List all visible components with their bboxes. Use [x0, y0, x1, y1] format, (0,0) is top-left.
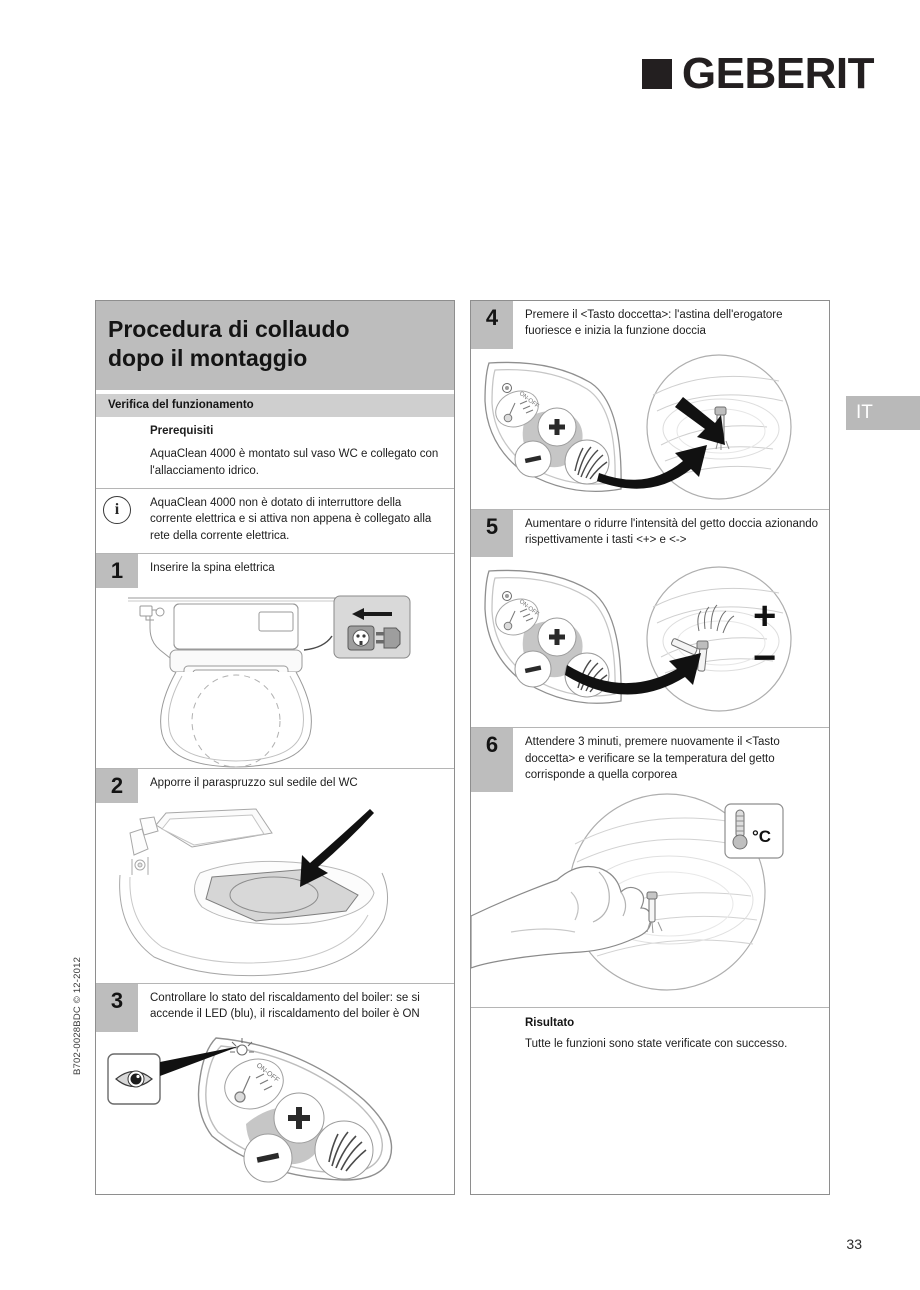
step-4-number-box: 4	[471, 301, 513, 349]
step-6-number-box: 6	[471, 728, 513, 793]
info-note-body: AquaClean 4000 non è dotato di interrutt…	[138, 489, 454, 553]
brand-square-icon	[641, 59, 672, 89]
step-6-figure: °C	[471, 792, 829, 1008]
right-column: 4 Premere il <Tasto doccetta>: l'astina …	[470, 300, 830, 1195]
gutter-info: i	[96, 488, 138, 553]
left-column: Procedura di collaudo dopo il montaggio …	[95, 300, 455, 1195]
page-title-line2: dopo il montaggio	[108, 345, 308, 372]
result-divider	[471, 1007, 829, 1009]
step-2-figure	[96, 802, 454, 983]
minus-button	[243, 1133, 293, 1182]
detail-circle: + −	[646, 566, 792, 712]
step-3-number: 3	[110, 987, 124, 1013]
step-4-number: 4	[485, 305, 499, 330]
step-2-number: 2	[110, 772, 124, 798]
brand-logo: GEBERIT	[641, 49, 875, 98]
thermometer-onoff-button: ON-OFF	[495, 598, 540, 636]
control-panel-plus-minus-detail-illustration: ON-OFF	[484, 566, 792, 712]
shower-button	[314, 1120, 374, 1179]
splash-guard	[205, 868, 359, 922]
info-icon: i	[103, 495, 131, 524]
thermometer-callout: °C	[724, 803, 784, 859]
info-note-text: AquaClean 4000 non è dotato di interrutt…	[150, 496, 432, 542]
prerequisites-row: Prerequisiti AquaClean 4000 è montato su…	[96, 416, 454, 488]
plus-button	[273, 1092, 325, 1143]
callout-plus: +	[753, 594, 776, 638]
section-heading: Verifica del funzionamento	[96, 389, 454, 417]
detail-circle	[471, 793, 768, 991]
step-2-number-box: 2	[96, 768, 138, 803]
step-4-body: Premere il <Tasto doccetta>: l'astina de…	[513, 301, 829, 349]
step-5-number-box: 5	[471, 509, 513, 558]
step-6-row: 6 Attendere 3 minuti, premere nuovamente…	[471, 727, 829, 793]
info-note-row: i AquaClean 4000 non è dotato di interru…	[96, 487, 454, 553]
step-4-figure: ON-OFF	[471, 348, 829, 509]
step-2-body: Apporre il paraspruzzo sul sedile del WC	[138, 769, 454, 803]
step-2-row: 2 Apporre il paraspruzzo sul sedile del …	[96, 767, 454, 803]
step-5-number: 5	[485, 513, 499, 539]
result-heading: Risultato	[525, 1017, 575, 1030]
led-indicator	[230, 1037, 254, 1055]
plus-button	[537, 407, 577, 447]
hand-testing-water-temperature-illustration: °C	[471, 793, 784, 991]
step-5-row: 5 Aumentare o ridurre l'intensità del ge…	[471, 508, 829, 558]
callout-minus: −	[753, 636, 776, 680]
wc-seat-top-view-with-power-socket-illustration	[128, 595, 411, 768]
step-1-body: Inserire la spina elettrica	[138, 554, 454, 588]
shower-button	[564, 439, 610, 485]
step-3-text: Controllare lo stato del riscaldamento d…	[150, 991, 420, 1021]
step-4-text: Premere il <Tasto doccetta>: l'astina de…	[525, 309, 783, 338]
callout-celsius: °C	[752, 827, 771, 846]
page-title: Procedura di collaudo dopo il montaggio	[96, 301, 454, 390]
minus-button	[514, 440, 552, 478]
control-panel-shower-button-detail-illustration: ON-OFF	[484, 354, 792, 500]
thermometer-onoff-button: ON-OFF	[495, 390, 540, 428]
spray-strong	[697, 604, 735, 634]
step-3-figure: ON-OFF	[96, 1031, 454, 1192]
wc-bowl-with-splash-guard-illustration	[119, 808, 388, 976]
step-3-number-box: 3	[96, 983, 138, 1032]
step-1-figure	[96, 587, 454, 768]
language-tab-it: IT	[846, 396, 920, 430]
plus-button	[537, 617, 577, 657]
control-panel-with-eye-indicator-illustration: ON-OFF	[107, 1036, 393, 1182]
thermometer-onoff-button: ON-OFF	[224, 1058, 284, 1109]
language-tab-label: IT	[856, 402, 873, 423]
step-1-row: 1 Inserire la spina elettrica	[96, 552, 454, 588]
document-code: B702-0028BDC © 12-2012	[72, 956, 83, 1075]
page-number: 33	[846, 1236, 862, 1252]
step-5-figure: ON-OFF	[471, 557, 829, 728]
power-socket-callout	[333, 595, 411, 659]
page-title-line1: Procedura di collaudo	[108, 316, 350, 342]
minus-button	[514, 650, 552, 688]
step-1-number-box: 1	[96, 553, 138, 588]
gutter-blank	[96, 416, 138, 488]
step-3-body: Controllare lo stato del riscaldamento d…	[138, 984, 454, 1032]
step-6-body: Attendere 3 minuti, premere nuovamente i…	[513, 728, 829, 792]
brand-name: GEBERIT	[681, 49, 875, 98]
step-4-row: 4 Premere il <Tasto doccetta>: l'astina …	[471, 301, 829, 349]
step-5-text: Aumentare o ridurre l'intensità del gett…	[525, 517, 819, 546]
prerequisites-text: AquaClean 4000 è montato sul vaso WC e c…	[150, 448, 439, 477]
step-3-row: 3 Controllare lo stato del riscaldamento…	[96, 982, 454, 1032]
step-1-text: Inserire la spina elettrica	[150, 561, 275, 574]
step-6-number: 6	[485, 732, 499, 758]
eye-indicator-callout	[107, 1052, 161, 1105]
step-6-text: Attendere 3 minuti, premere nuovamente i…	[525, 736, 780, 781]
prerequisites-heading: Prerequisiti	[150, 424, 214, 437]
prerequisites-body: Prerequisiti AquaClean 4000 è montato su…	[138, 417, 454, 488]
step-5-body: Aumentare o ridurre l'intensità del gett…	[513, 510, 829, 558]
step-2-text: Apporre il paraspruzzo sul sedile del WC	[150, 776, 358, 789]
result-text: Tutte le funzioni sono state verificate …	[525, 1038, 788, 1051]
step-1-number: 1	[110, 557, 124, 583]
